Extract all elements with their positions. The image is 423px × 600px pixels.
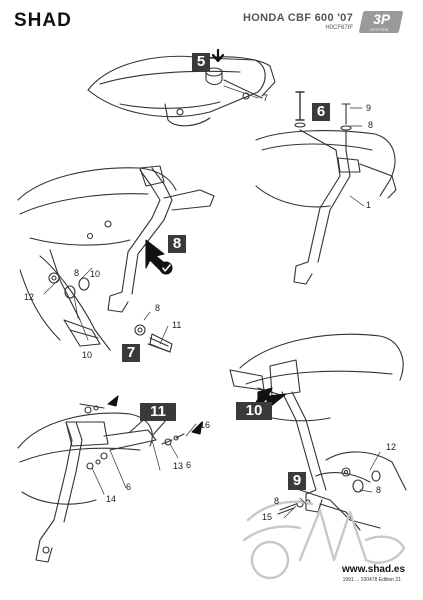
part-label: 11 (172, 320, 182, 330)
step-8-badge: 8 (168, 235, 186, 253)
part-label: 1 (366, 200, 372, 210)
part-label: 10 (90, 269, 101, 279)
part-label: 10 (82, 350, 93, 360)
watermark-graphic (242, 500, 406, 580)
step-7-badge: 7 (122, 344, 140, 362)
part-label: 8 (376, 485, 382, 495)
part-label: 8 (274, 496, 280, 506)
step11-assembly-illustration (17, 395, 203, 563)
step-6-badge: 6 (312, 103, 330, 121)
part-label: 8 (368, 120, 374, 130)
part-label: 8 (74, 268, 80, 278)
website-url: www.shad.es (342, 564, 405, 575)
part-label: 9 (366, 103, 372, 113)
model-title: HONDA CBF 600 '07 (242, 12, 353, 24)
step5-seat-illustration (87, 48, 276, 127)
step-5-badge: 5 (192, 53, 210, 71)
step6-rail-illustration (255, 91, 397, 285)
step-9-badge: 9 (288, 472, 306, 490)
part-label: 12 (386, 442, 397, 452)
part-label: 13 (173, 461, 184, 471)
part-label: 7 (263, 93, 269, 103)
step8-rail-illustration (17, 165, 215, 353)
part-label: 8 (155, 303, 161, 313)
step10-assembly-illustration (229, 333, 407, 531)
step-11-badge: 11 (140, 403, 176, 421)
part-label: 14 (106, 494, 117, 504)
model-code: H0CF67IF (325, 25, 353, 31)
step-10-badge: 10 (236, 402, 272, 420)
leader-lines (43, 85, 381, 519)
part-label: 15 (262, 512, 273, 522)
part-label: 12 (24, 292, 35, 302)
part-label: 6 (186, 460, 192, 470)
document-info: 1991 ... 100478 Edition 21 (342, 577, 401, 583)
part-label: 16 (200, 420, 211, 430)
part-label: 6 (126, 482, 132, 492)
brand-logo: SHAD (14, 10, 72, 31)
